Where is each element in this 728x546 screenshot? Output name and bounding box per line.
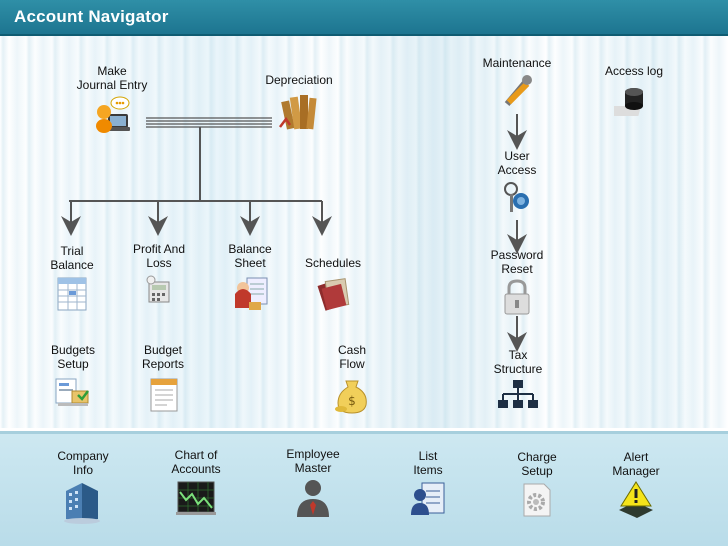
- trial-balance-sheet-icon: [57, 277, 87, 311]
- user-access-button[interactable]: User Access: [486, 149, 548, 219]
- maintenance-button[interactable]: Maintenance: [474, 56, 560, 110]
- list-items-label: List Items: [413, 449, 443, 477]
- flow-connectors: [61, 114, 527, 352]
- user-access-label: User Access: [497, 149, 537, 177]
- depreciation-books-icon: [279, 95, 317, 130]
- alert-warning-icon: [619, 481, 653, 518]
- balance-sheet-button[interactable]: Balance Sheet: [219, 242, 281, 314]
- password-reset-label: Password Reset: [490, 248, 544, 276]
- budget-reports-document-icon: [150, 378, 178, 412]
- alert-manager-button[interactable]: Alert Manager: [604, 450, 668, 520]
- list-items-card-icon: [411, 482, 445, 515]
- list-items-button[interactable]: List Items: [398, 449, 458, 519]
- tax-structure-label: Tax Structure: [493, 348, 543, 376]
- budgets-setup-button[interactable]: Budgets Setup: [40, 343, 106, 413]
- tax-structure-button[interactable]: Tax Structure: [484, 348, 552, 414]
- budget-reports-button[interactable]: Budget Reports: [130, 343, 196, 413]
- cash-flow-label: Cash Flow: [337, 343, 366, 371]
- budgets-setup-icon: [55, 378, 89, 406]
- tax-structure-hierarchy-icon: [498, 380, 538, 408]
- schedules-button[interactable]: Schedules: [298, 256, 368, 312]
- window-title: Account Navigator: [14, 7, 169, 26]
- access-log-button[interactable]: Access log: [596, 64, 672, 120]
- make-journal-entry-button[interactable]: Make Journal Entry: [66, 64, 158, 138]
- budget-reports-label: Budget Reports: [141, 343, 185, 371]
- schedules-folder-icon: [317, 278, 350, 311]
- password-reset-padlock-icon: [504, 279, 530, 315]
- schedules-label: Schedules: [304, 256, 362, 270]
- company-building-icon: [64, 483, 100, 524]
- depreciation-button[interactable]: Depreciation: [258, 73, 340, 135]
- profit-and-loss-label: Profit And Loss: [132, 242, 186, 270]
- employee-person-icon: [297, 480, 329, 517]
- trial-balance-button[interactable]: Trial Balance: [40, 244, 104, 314]
- charge-setup-button[interactable]: Charge Setup: [506, 450, 568, 520]
- maintenance-label: Maintenance: [482, 56, 552, 70]
- depreciation-label: Depreciation: [265, 73, 333, 87]
- cash-flow-button[interactable]: Cash Flow $: [322, 343, 382, 415]
- company-info-button[interactable]: Company Info: [48, 449, 118, 525]
- profit-and-loss-button[interactable]: Profit And Loss: [126, 242, 192, 308]
- title-bar: Account Navigator: [0, 0, 728, 36]
- cash-flow-money-bag-icon: $: [335, 380, 367, 414]
- employee-master-button[interactable]: Employee Master: [275, 447, 351, 519]
- alert-manager-label: Alert Manager: [612, 450, 660, 478]
- password-reset-button[interactable]: Password Reset: [482, 248, 552, 318]
- journal-entry-icon: [96, 96, 130, 133]
- make-journal-entry-label: Make Journal Entry: [76, 64, 148, 92]
- balance-sheet-label: Balance Sheet: [228, 242, 272, 270]
- charge-setup-label: Charge Setup: [517, 450, 557, 478]
- chart-of-accounts-graph-icon: [176, 481, 216, 515]
- company-info-label: Company Info: [57, 449, 109, 477]
- charge-setup-gear-document-icon: [523, 483, 551, 517]
- balance-sheet-person-icon: [235, 277, 268, 310]
- trial-balance-label: Trial Balance: [50, 244, 94, 272]
- svg-text:$: $: [348, 394, 356, 408]
- bottom-shortcut-bar: [0, 431, 728, 546]
- chart-of-accounts-label: Chart of Accounts: [171, 448, 221, 476]
- access-log-label: Access log: [604, 64, 664, 78]
- budgets-setup-label: Budgets Setup: [50, 343, 96, 371]
- profit-loss-calculator-icon: [146, 275, 170, 303]
- maintenance-tools-icon: [504, 75, 532, 106]
- employee-master-label: Employee Master: [286, 447, 340, 475]
- chart-of-accounts-button[interactable]: Chart of Accounts: [160, 448, 232, 518]
- access-log-database-icon: [614, 88, 643, 116]
- user-access-keys-icon: [504, 182, 529, 212]
